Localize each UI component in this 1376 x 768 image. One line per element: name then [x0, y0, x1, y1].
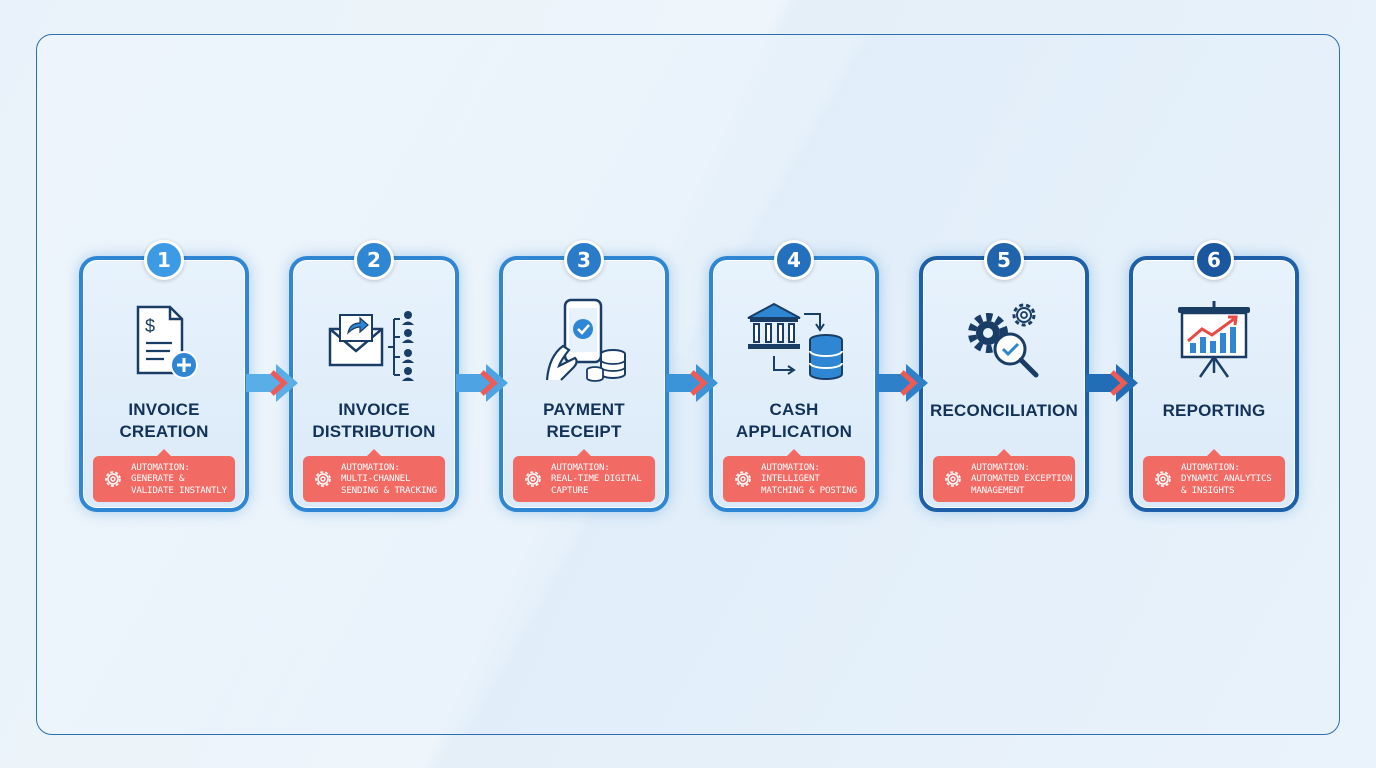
- invoice-dollar-add-icon: $: [83, 296, 245, 386]
- automation-text: MATCHING & POSTING: [761, 484, 857, 496]
- step-title-line: PAYMENT: [543, 400, 625, 419]
- automation-text: REAL-TIME DIGITAL: [551, 473, 642, 485]
- automation-text: MULTI-CHANNEL: [341, 473, 411, 485]
- step-title-line: APPLICATION: [735, 422, 853, 441]
- automation-label: AUTOMATION:: [131, 461, 190, 473]
- automation-callout: AUTOMATION: MULTI-CHANNEL SENDING & TRAC…: [303, 456, 445, 502]
- step-title: CASH APPLICATION: [717, 396, 871, 446]
- gear-icon: [945, 471, 961, 487]
- gear-icon: [315, 471, 331, 487]
- gear-icon: [105, 471, 121, 487]
- svg-text:$: $: [145, 316, 155, 336]
- step-number-badge: 1: [144, 240, 184, 280]
- step-invoice-creation: 1 $ INVOICE CREATION AUTOMATION: GENERAT…: [79, 240, 249, 512]
- gear-icon: [525, 471, 541, 487]
- envelope-share-recipients-icon: [293, 296, 455, 386]
- automation-callout: AUTOMATION: GENERATE & VALIDATE INSTANTL…: [93, 456, 235, 502]
- flow-arrow-icon: [876, 364, 928, 402]
- step-title-line: INVOICE: [128, 400, 200, 419]
- flow-arrow-icon: [246, 364, 298, 402]
- step-number-badge: 4: [774, 240, 814, 280]
- automation-text: VALIDATE INSTANTLY: [131, 484, 227, 496]
- step-number-badge: 3: [564, 240, 604, 280]
- step-number-badge: 6: [1194, 240, 1234, 280]
- step-invoice-distribution: 2 INVOICE DISTRIBUTION AUTOMATION: MULTI…: [289, 240, 459, 512]
- mobile-payment-coins-icon: [503, 296, 665, 386]
- step-cash-application: 4 CASH APPLICATION AUTOMATI: [709, 240, 879, 512]
- automation-text: AUTOMATED EXCEPTION: [971, 473, 1073, 485]
- presentation-chart-growth-icon: [1133, 296, 1295, 386]
- step-title-line: RECONCILIATION: [930, 401, 1078, 420]
- flow-arrow-icon: [1086, 364, 1138, 402]
- step-title-line: CREATION: [119, 422, 209, 441]
- gears-magnifier-check-icon: [923, 296, 1085, 386]
- step-title-line: REPORTING: [1162, 401, 1266, 420]
- bank-database-transfer-icon: [713, 296, 875, 386]
- step-title-line: DISTRIBUTION: [312, 422, 436, 441]
- flow-arrow-icon: [456, 364, 508, 402]
- automation-callout: AUTOMATION: INTELLIGENT MATCHING & POSTI…: [723, 456, 865, 502]
- automation-text: INTELLIGENT: [761, 473, 820, 485]
- step-title-line: CASH: [769, 400, 819, 419]
- automation-label: AUTOMATION:: [1181, 461, 1240, 473]
- flow-arrow-icon: [666, 364, 718, 402]
- step-title: REPORTING: [1137, 386, 1291, 436]
- step-title-line: RECEIPT: [546, 422, 622, 441]
- step-title: PAYMENT RECEIPT: [507, 396, 661, 446]
- automation-callout: AUTOMATION: AUTOMATED EXCEPTION MANAGEME…: [933, 456, 1075, 502]
- automation-label: AUTOMATION:: [551, 461, 610, 473]
- step-title: INVOICE CREATION: [87, 396, 241, 446]
- step-reconciliation: 5 RECONCILIATION AUTOMATION: AUTOMATED E…: [919, 240, 1089, 512]
- gear-icon: [735, 471, 751, 487]
- step-title: RECONCILIATION: [927, 386, 1081, 436]
- step-number-badge: 5: [984, 240, 1024, 280]
- automation-label: AUTOMATION:: [971, 461, 1030, 473]
- automation-label: AUTOMATION:: [761, 461, 820, 473]
- automation-text: CAPTURE: [551, 484, 589, 496]
- step-title: INVOICE DISTRIBUTION: [297, 396, 451, 446]
- step-title-line: INVOICE: [338, 400, 410, 419]
- automation-text: DYNAMIC ANALYTICS: [1181, 473, 1272, 485]
- automation-callout: AUTOMATION: DYNAMIC ANALYTICS & INSIGHTS: [1143, 456, 1285, 502]
- automation-text: GENERATE &: [131, 473, 185, 485]
- automation-text: MANAGEMENT: [971, 484, 1025, 496]
- step-number-badge: 2: [354, 240, 394, 280]
- gear-icon: [1155, 471, 1171, 487]
- automation-label: AUTOMATION:: [341, 461, 400, 473]
- automation-callout: AUTOMATION: REAL-TIME DIGITAL CAPTURE: [513, 456, 655, 502]
- automation-text: SENDING & TRACKING: [341, 484, 437, 496]
- step-payment-receipt: 3 PAYMENT RECEIPT AUTOMATION: REAL-TIME …: [499, 240, 669, 512]
- step-reporting: 6 REPORTING AUTOMATION: DYNAMIC: [1129, 240, 1299, 512]
- automation-text: & INSIGHTS: [1181, 484, 1235, 496]
